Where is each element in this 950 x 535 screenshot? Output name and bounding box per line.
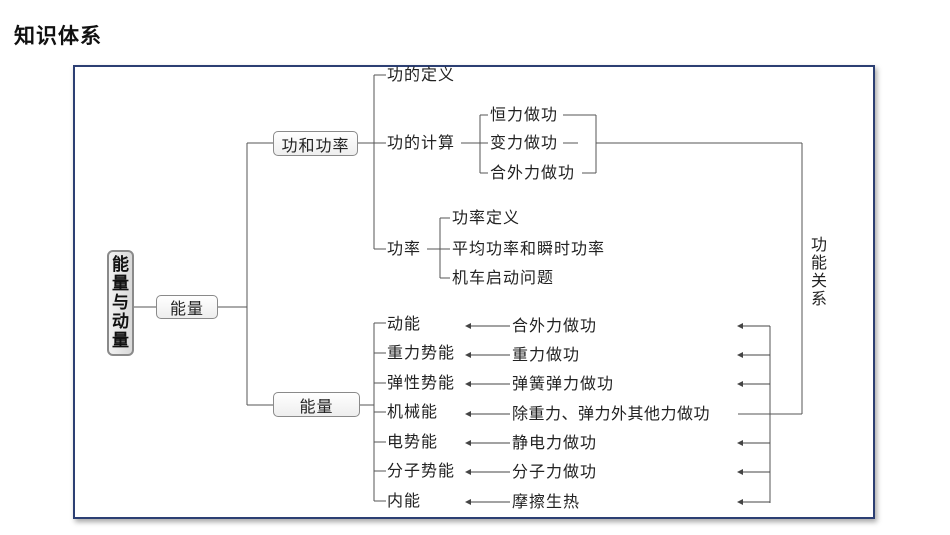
node-work-electrostatic: 静电力做功 [512, 433, 598, 452]
node-kinetic-energy: 动能 [387, 314, 422, 333]
node-power-definition: 功率定义 [452, 208, 521, 227]
node-power: 功率 [387, 239, 422, 258]
node-work-spring: 弹簧弹力做功 [512, 374, 615, 393]
relation-char: 能 [810, 253, 827, 272]
relation-char: 系 [810, 289, 827, 308]
node-work-other-forces: 除重力、弹力外其他力做功 [512, 404, 711, 423]
root-char: 动 [112, 311, 129, 332]
node-work-definition: 功的定义 [387, 65, 456, 84]
node-mechanical-energy: 机械能 [387, 402, 439, 421]
node-variable-force-work: 变力做功 [490, 133, 559, 152]
node-work-molecular: 分子力做功 [512, 462, 598, 481]
root-char: 能 [112, 254, 129, 275]
root-node-energy-and-momentum: 能 量 与 动 量 [107, 250, 134, 356]
root-char: 与 [112, 292, 129, 313]
node-work-and-power: 功和功率 [273, 131, 358, 156]
root-char: 量 [112, 330, 129, 351]
relation-char: 功 [810, 235, 827, 254]
node-friction-heat: 摩擦生热 [512, 492, 581, 511]
node-gravitational-pe: 重力势能 [387, 343, 456, 362]
node-elastic-pe: 弹性势能 [387, 373, 456, 392]
node-internal-energy: 内能 [387, 491, 422, 510]
node-molecular-pe: 分子势能 [387, 461, 456, 480]
node-work-gravity: 重力做功 [512, 345, 581, 364]
relation-char: 关 [810, 271, 827, 290]
node-work-calculation: 功的计算 [387, 133, 456, 152]
node-energy-level1: 能量 [156, 295, 218, 319]
label-work-energy-relation: 功 能 关 系 [809, 236, 829, 308]
root-char: 量 [112, 273, 129, 294]
node-energy: 能量 [273, 392, 360, 417]
node-constant-force-work: 恒力做功 [490, 105, 559, 124]
node-electric-pe: 电势能 [387, 432, 439, 451]
node-net-force-work: 合外力做功 [490, 163, 576, 182]
node-average-instant-power: 平均功率和瞬时功率 [452, 239, 606, 258]
node-work-net-force: 合外力做功 [512, 316, 598, 335]
node-vehicle-start: 机车启动问题 [452, 268, 555, 287]
page-title: 知识体系 [14, 24, 102, 48]
